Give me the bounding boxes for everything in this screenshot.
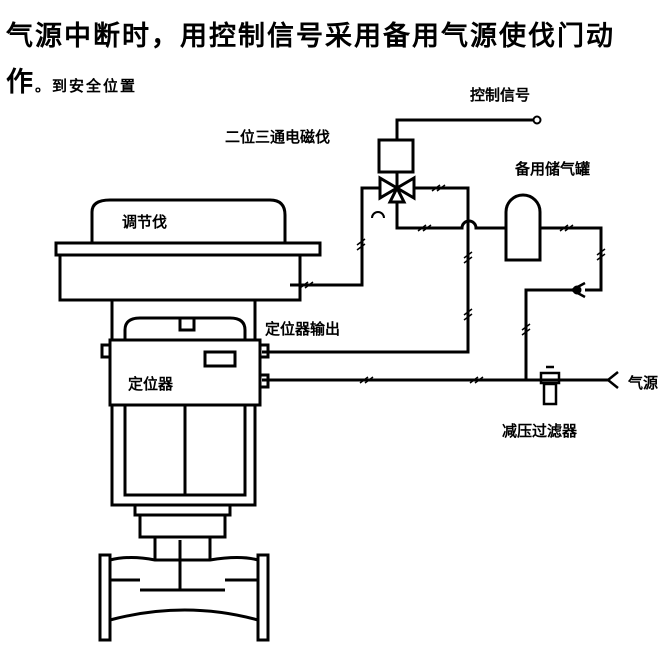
valve-body-icon	[98, 503, 270, 642]
label-pressure-filter: 减压过滤器	[502, 422, 578, 440]
exhaust-arc	[371, 211, 385, 219]
pipe-hatches	[299, 184, 606, 384]
title-line2: 作。到安全位置	[6, 60, 137, 99]
pressure-filter-icon	[539, 365, 561, 406]
check-valve-ball	[572, 285, 582, 295]
tank-line	[395, 202, 506, 230]
label-solenoid-valve: 二位三通电磁伐	[225, 128, 331, 146]
label-positioner: 定位器	[128, 375, 174, 393]
check-to-supply-line	[524, 288, 572, 380]
label-positioner-output: 定位器输出	[265, 320, 341, 338]
solenoid-coil	[377, 138, 415, 174]
signal-line	[395, 118, 533, 140]
label-control-valve: 调节伐	[122, 213, 168, 231]
label-air-supply: 气源	[628, 374, 659, 392]
label-control-signal: 控制信号	[470, 86, 531, 104]
tank-to-check-line	[540, 226, 603, 292]
signal-terminal	[532, 115, 542, 125]
title-line1: 气源中断时，用控制信号采用备用气源使伐门动	[6, 21, 615, 52]
three-way-valve-icon	[378, 172, 416, 204]
title-line2-small: 。到安全位置	[35, 77, 138, 95]
actuator-icon	[54, 198, 322, 302]
backup-tank-icon	[504, 193, 542, 262]
label-backup-tank: 备用储气罐	[515, 160, 591, 178]
air-supply-arrow	[605, 371, 619, 389]
positioner-icon	[100, 338, 270, 407]
actuator-air-line	[290, 186, 380, 287]
title-line2-big: 作	[6, 67, 35, 98]
